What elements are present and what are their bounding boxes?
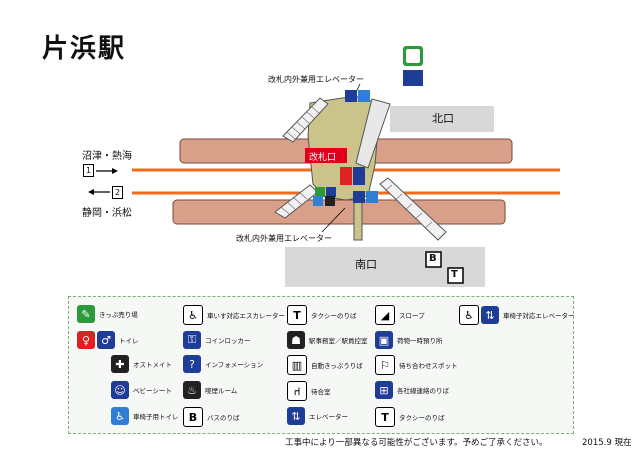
map-station-office-icon [326,187,336,197]
slope-icon: ◢ [375,305,395,325]
legend-item-coin-locker: ⚿ コインロッカー [183,331,251,349]
map-elevator-icon-bottom [353,191,365,203]
legend-item-baby-seat: ☺ ベビーシート [111,381,172,399]
elevator-bottom-label: 改札内外兼用エレベーター [236,234,332,243]
stairs-steps-1 [286,106,321,140]
ostomate-icon: ✚ [111,355,129,373]
waiting-room-icon: ⑁ [287,381,307,401]
notice-text: 工事中により一部異なる可能性がございます。予めご了承ください。 [285,438,548,448]
company-bus-icon: ⊞ [375,381,393,399]
legend-item-company-bus: ⊞ 各社線連絡のりば [375,381,449,399]
legend: ✎ きっぷ売り場 ♀ ♂ トイレ ✚ オストメイト ☺ ベビーシート ♿ 車椅子… [68,296,575,434]
ticket-gate-label: 改札口 [309,153,337,163]
stairs-steps-2 [280,191,308,215]
north-bridge [355,98,391,169]
map-elevator-icon-top [345,90,357,102]
stairs-steps-3 [384,184,433,229]
map-ostomate-icon [325,196,335,206]
wheelchair-escalator-icon: ♿ [183,305,203,325]
elevator-bottom-leader [321,207,346,233]
track-number-1: 1 [83,164,94,177]
south-exit-label: 南口 [355,258,377,271]
legend-item-elevator: ⇅ エレベーター [287,407,348,425]
legend-item-toilet: ♀ ♂ トイレ [77,331,139,349]
legend-item-wheelchair-escalator: ♿ 車いす対応エスカレーター [183,305,285,325]
luggage-storage-icon: ▣ [375,331,393,349]
baby-seat-icon: ☺ [111,381,129,399]
map-wheelchair-icon-top [358,90,370,102]
map-toilet-male-icon [353,167,365,185]
legend-item-taxi-stop-2: T タクシーのりば [375,407,445,427]
date-text: 2015.9 現在 [582,438,632,448]
direction-label-1: 沼津・熱海 [82,151,132,162]
platform-2 [172,199,506,225]
bus-letter: B [429,253,437,264]
legend-item-ostomate: ✚ オストメイト [111,355,172,373]
north-building [390,106,494,132]
legend-item-slope: ◢ スロープ [375,305,425,325]
legend-item-taxi-stop: T タクシーのりば [287,305,357,325]
ticket-gate-badge [305,148,347,163]
legend-item-auto-ticket: ▥ 自動きっぷうりば [287,355,363,375]
legend-item-waiting-room: ⑁ 待合室 [287,381,331,401]
taxi-letter: T [451,269,458,280]
map-waiting-room-icon [403,70,423,86]
elevator-top-label: 改札内外兼用エレベーター [268,75,364,84]
auto-ticket-gate-icon: ▥ [287,355,307,375]
map-toilet-icon [340,167,352,185]
arrow-right-icon [112,168,118,174]
legend-item-meeting-spot: ⚐ 待ち合わせスポット [375,355,458,375]
station-title: 片浜駅 [42,34,127,64]
accessible-toilet-icon: ♿ [111,407,129,425]
meeting-spot-icon: ⚐ [375,355,395,375]
arrow-left-icon [88,189,94,195]
north-exit-label: 北口 [432,112,454,125]
coin-locker-icon: ⚿ [183,331,201,349]
map-accessible-toilet-icon [313,196,323,206]
taxi-stop-icon: T [287,305,307,325]
legend-item-accessible-toilet: ♿ 車椅子用トイレ [111,407,179,425]
station-office-icon: ☗ [287,331,305,349]
bus-stop-icon: B [183,407,203,427]
elevator-icon: ⇅ [287,407,305,425]
direction-label-2: 静岡・浜松 [82,208,132,219]
legend-item-smoking-room: ♨ 喫煙ルーム [183,381,237,399]
legend-item-ticket-machine: ✎ きっぷ売り場 [77,305,138,323]
map-wheelchair-icon-bottom [366,191,378,203]
taxi-stop-icon-2: T [375,407,395,427]
legend-item-information: ? インフォメーション [183,355,263,373]
legend-item-luggage: ▣ 荷物一時預り所 [375,331,443,349]
south-walkway [353,197,363,241]
map-ticket-machine-icon-2 [315,187,325,197]
track-number-2: 2 [112,186,123,199]
smoking-room-icon: ♨ [183,381,201,399]
ticket-machine-icon: ✎ [77,305,95,323]
toilet-icon: ♀ [77,331,95,349]
legend-item-bus-stop: B バスのりば [183,407,240,427]
information-icon: ? [183,355,201,373]
wheelchair-elevator-icon: ♿ [459,305,479,325]
map-taxi-stop-icon [447,267,464,284]
legend-item-station-office: ☗ 駅事務室／駅員控室 [287,331,368,349]
map-bus-stop-icon [425,251,442,268]
legend-item-wheelchair-elevator: ♿ ⇅ 車椅子対応エレベーター [459,305,575,325]
